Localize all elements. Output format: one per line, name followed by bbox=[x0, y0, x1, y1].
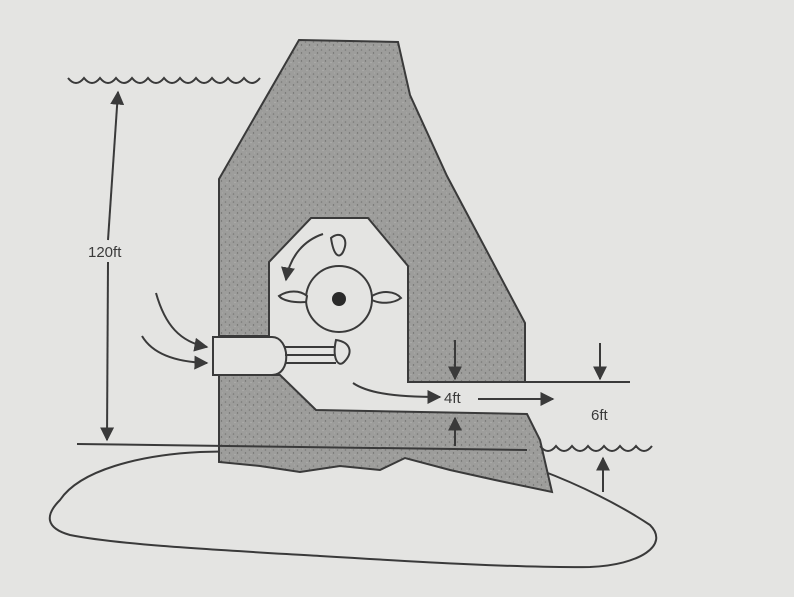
outer-depth-label: 6ft bbox=[591, 407, 609, 424]
inflow-arrow-lower bbox=[141, 335, 209, 370]
datum-line bbox=[76, 443, 528, 451]
turbine-hub bbox=[332, 292, 346, 306]
rotation-arrow bbox=[281, 233, 324, 282]
outflow-arrow-inner bbox=[352, 382, 442, 404]
inflow-arrow-upper bbox=[155, 292, 209, 352]
dam-body bbox=[218, 38, 526, 383]
bucket-left bbox=[277, 290, 309, 304]
upstream-water-surface bbox=[67, 76, 261, 84]
nozzle-jets bbox=[285, 346, 336, 364]
head-dimension-line-top bbox=[107, 90, 125, 241]
downstream-water-surface bbox=[539, 444, 653, 452]
bucket-top bbox=[329, 233, 347, 257]
intake-pipe bbox=[212, 336, 288, 376]
head-height-label: 120ft bbox=[88, 244, 122, 261]
head-dimension-line-bottom bbox=[100, 261, 115, 442]
bucket-right bbox=[371, 291, 403, 304]
inner-depth-label: 4ft bbox=[444, 390, 462, 407]
bucket-bottom bbox=[333, 338, 351, 365]
dam-base bbox=[218, 374, 554, 494]
